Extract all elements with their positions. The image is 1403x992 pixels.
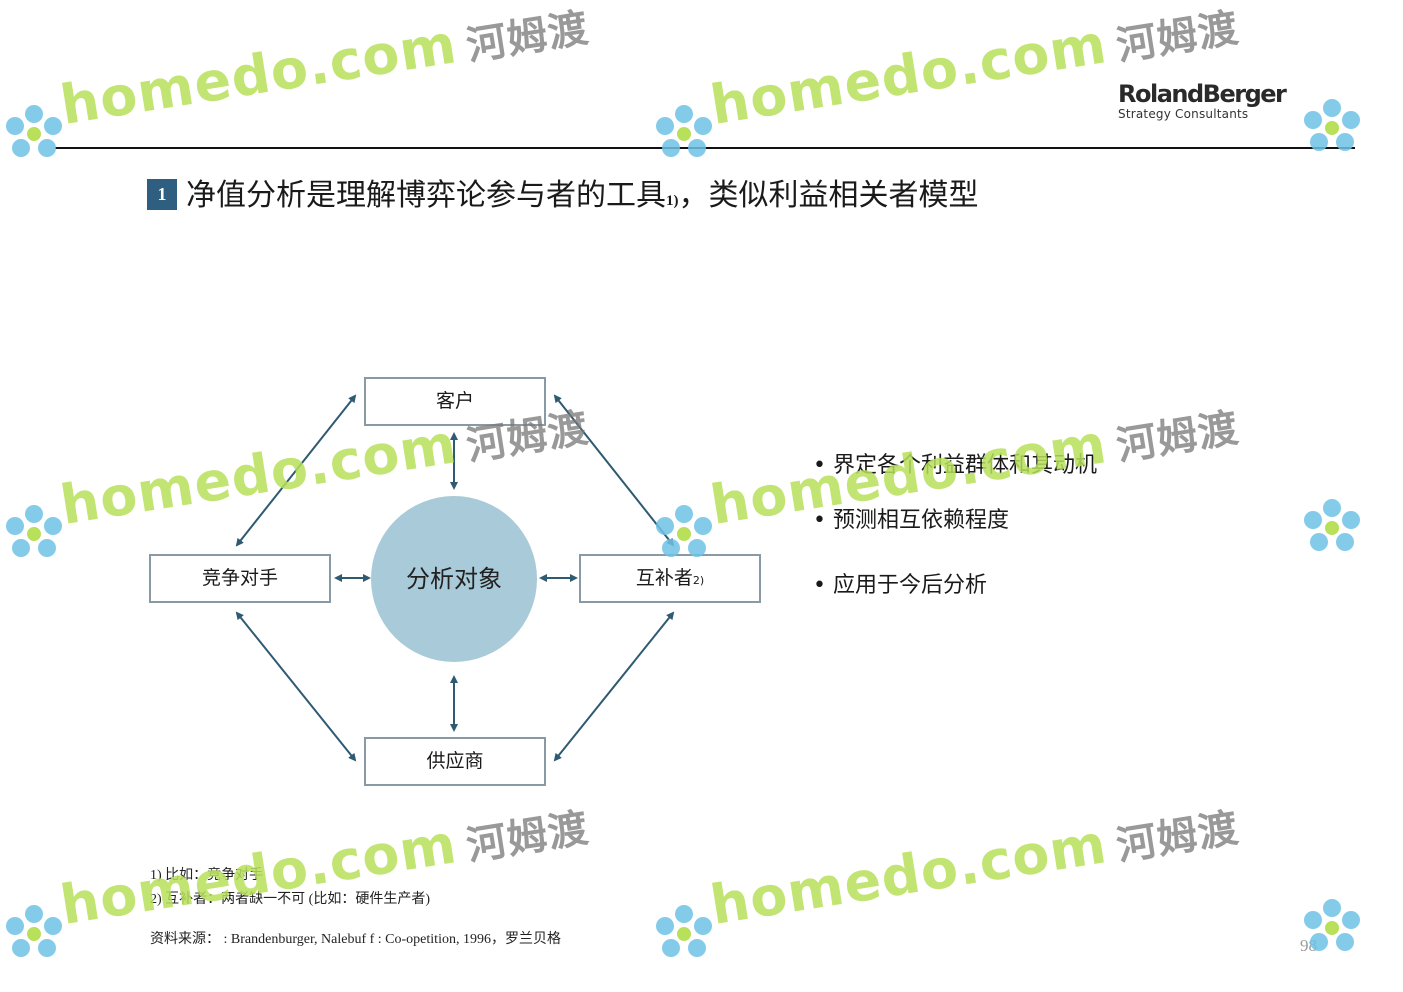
bullet-item: • 预测相互依赖程度: [813, 508, 1009, 533]
flower-logo-icon: [1304, 899, 1360, 951]
logo-sub-text: Strategy Consultants: [1118, 107, 1249, 121]
bullet-item: • 界定各个利益群体和其动机: [813, 453, 1097, 478]
watermark: homedo.com河姆渡: [2, 405, 592, 566]
box-supplier: 供应商: [364, 737, 546, 786]
flower-logo-icon: [6, 505, 62, 557]
source-note: 资料来源： : Brandenburger, Nalebuf f : Co-op…: [150, 932, 561, 947]
roland-berger-logo: RolandBerger Strategy Consultants: [1118, 80, 1287, 121]
title-text: 净值分析是理解博弈论参与者的工具: [186, 178, 666, 213]
box-competitor: 竞争对手: [149, 554, 331, 603]
bullet-item: • 应用于今后分析: [813, 573, 987, 598]
arrow-right-bottom: [553, 611, 675, 762]
logo-main-text: RolandBerger: [1118, 80, 1287, 108]
box-complementor: 互补者2): [579, 554, 761, 603]
arrow-left-bottom: [235, 611, 357, 762]
flower-logo-icon: [1304, 499, 1360, 551]
footnote-1: 1) 比如：竞争对手: [150, 868, 264, 883]
watermark: homedo.com河姆渡: [652, 5, 1242, 166]
title-number-badge: 1: [147, 179, 177, 210]
box-complementor-label: 互补者: [635, 567, 693, 589]
page-title: 净值分析是理解博弈论参与者的工具1)，类似利益相关者模型: [186, 176, 979, 221]
watermark: homedo.com河姆渡: [652, 405, 1242, 566]
box-complementor-ref: 2): [692, 574, 705, 587]
center-circle: 分析对象: [371, 496, 537, 662]
flower-logo-icon: [6, 105, 62, 157]
footnote-2: 2) 互补者：两者缺一不可 (比如：硬件生产者): [150, 892, 430, 907]
flower-logo-icon: [656, 905, 712, 957]
flower-logo-icon: [1304, 99, 1360, 151]
title-text-after: ，类似利益相关者模型: [678, 178, 979, 213]
watermark: homedo.com河姆渡: [652, 805, 1242, 966]
flower-logo-icon: [656, 105, 712, 157]
arrow-right-top: [553, 394, 675, 547]
box-customer: 客户: [364, 377, 546, 426]
arrow-left-top: [235, 394, 357, 547]
flower-logo-icon: [656, 505, 712, 557]
title-footnote-ref: 1): [666, 193, 679, 209]
flower-logo-icon: [6, 905, 62, 957]
watermark: homedo.com河姆渡: [2, 5, 592, 166]
watermark: homedo.com河姆渡: [2, 805, 592, 966]
